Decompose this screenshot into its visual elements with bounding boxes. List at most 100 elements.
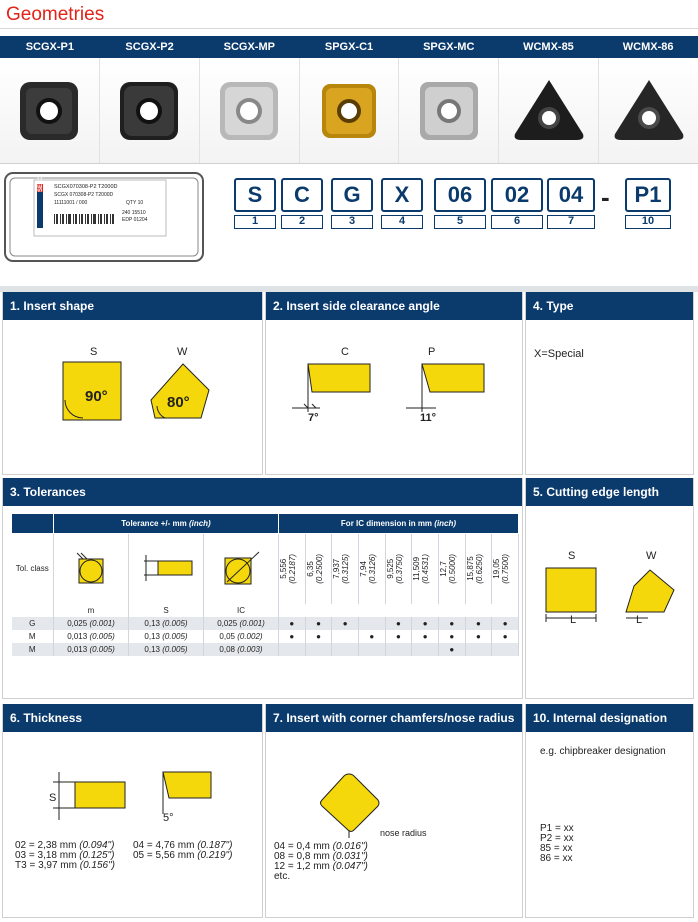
col-m-label: m: [53, 603, 129, 617]
label-line-3: 11111001 / 000: [54, 200, 88, 206]
thickness-item: 04 = 4,76 mm (0.187"): [133, 841, 232, 851]
ic-dim-header: 7,937(0.3125): [331, 533, 359, 604]
tol-class-header-text: Tol. class: [15, 564, 49, 574]
clearance-c-label: C: [341, 346, 349, 358]
insert-scgx-p1-icon: [20, 81, 79, 140]
section-divider: [0, 286, 698, 292]
section-clearance-angle: 2. Insert side clearance angle C P 7° 11…: [265, 292, 523, 475]
ic-value: 0,05: [219, 631, 235, 641]
ic-value: 0,08: [219, 644, 235, 654]
ic-dim-mm: 15,875: [465, 556, 475, 581]
ic-value-inch: (0.001): [239, 618, 265, 628]
ic-value-cell: 0,05 (0.002): [203, 629, 279, 643]
nose-radius-value: 04 = 0,4 mm: [274, 841, 330, 852]
section-type: 4. Type X=Special: [525, 292, 694, 475]
blank-cell: [11, 603, 54, 617]
m-value-cell: 0,025 (0.001): [53, 616, 129, 630]
ic-diagram-cell: [203, 533, 279, 604]
insert-wcmx-85-icon: [514, 79, 584, 140]
thickness-item: 03 = 3,18 mm (0.125"): [15, 851, 115, 861]
m-value-inch: (0.005): [89, 631, 115, 641]
ic-dim-inch: (0.3126): [367, 553, 377, 584]
clearance-p-label: P: [428, 346, 436, 358]
section-insert-shape: 1. Insert shape S W 90° 80°: [2, 292, 263, 475]
tol-class-cell: M: [11, 642, 54, 656]
nose-radius-list: 04 = 0,4 mm (0.016") 08 = 0,8 mm (0.031"…: [274, 842, 368, 882]
s-value: 0,13: [144, 644, 160, 654]
code-number: 5: [434, 215, 486, 229]
m-value: 0,025: [67, 618, 88, 628]
ic-dim-inch: (0.7500): [501, 553, 511, 584]
code-letter: X: [381, 178, 423, 212]
dot-cell: ●: [411, 629, 439, 643]
label-line-2: SCGX 070308-P2 T2000D: [54, 192, 114, 198]
designation-item: 86 = xx: [540, 853, 573, 864]
section-tolerances: 3. Tolerances Tolerance +/- mm (inch) Fo…: [2, 478, 523, 699]
thickness-item: 05 = 5,56 mm (0.219"): [133, 851, 232, 861]
ic-value: 0,025: [217, 618, 238, 628]
tol-class-header: Tol. class: [11, 533, 54, 604]
geometry-label: SCGX-P2: [125, 41, 174, 53]
nose-radius-inch: (0.031"): [332, 851, 368, 862]
designation-item: 85 = xx: [540, 843, 573, 854]
insert-shape-diagram: [62, 361, 210, 421]
edge-dim-w: L: [636, 614, 643, 626]
m-value: 0,013: [67, 644, 88, 654]
nose-radius-item: 08 = 0,8 mm (0.031"): [274, 852, 368, 862]
ic-dim-mm: 19,05: [492, 558, 502, 579]
shape-s-label: S: [90, 346, 98, 358]
s-value: 0,13: [144, 618, 160, 628]
ic-dim-inch: (0.2187): [288, 553, 297, 584]
edge-s-label: S: [568, 550, 576, 562]
dot-cell: ●: [358, 629, 386, 643]
dot-cell: ●: [385, 629, 413, 643]
dot-cell: ●: [411, 616, 439, 630]
ic-header-unit: (inch): [434, 519, 457, 528]
insert-spgx-mc-icon: [419, 81, 478, 140]
tol-m-diagram: [76, 552, 104, 584]
thickness-value: 05 = 5,56 mm: [133, 850, 195, 861]
code-number: 2: [281, 215, 323, 229]
ic-dim-inch: (0.5000): [447, 553, 457, 584]
ic-dim-header: 6,35(0.2500): [305, 533, 333, 604]
m-value-cell: 0,013 (0.005): [53, 629, 129, 643]
geometry-image-cell: [299, 58, 400, 163]
col-s-label: S: [128, 603, 204, 617]
m-diagram-cell: [53, 533, 129, 604]
thickness-list-left: 02 = 2,38 mm (0.094") 03 = 3,18 mm (0.12…: [15, 841, 115, 871]
thickness-value: 03 = 3,18 mm: [15, 850, 77, 861]
geometries-header: SCGX-P1 SCGX-P2 SCGX-MP SPGX-C1 SPGX-MC …: [0, 36, 698, 58]
brand-logo: SECO: [38, 174, 44, 192]
s-value-cell: 0,13 (0.005): [128, 642, 204, 656]
thickness-item: T3 = 3,97 mm (0.156"): [15, 861, 115, 871]
label-line-4: 240 15510: [122, 210, 146, 216]
table-header-blank: [11, 513, 54, 534]
code-letter: C: [281, 178, 323, 212]
cutting-edge-diagram: [545, 567, 675, 622]
ic-dim-inch: (0.3750): [394, 553, 404, 584]
page-title: Geometries: [6, 4, 105, 25]
tol-ic-diagram: [224, 551, 260, 585]
thickness-list-right: 04 = 4,76 mm (0.187") 05 = 5,56 mm (0.21…: [133, 841, 232, 861]
ic-dim-header: 12,7(0.5000): [438, 533, 466, 604]
ic-dim-header: 15,875(0.6250): [465, 533, 493, 604]
dot-cell: [411, 642, 439, 656]
section-title: 7. Insert with corner chamfers/nose radi…: [266, 704, 522, 732]
nose-radius-label: nose radius: [380, 828, 427, 838]
package-label-graphic: [4, 172, 204, 262]
code-letter: G: [331, 178, 373, 212]
code-number: 4: [381, 215, 423, 229]
thickness-inch: (0.187"): [197, 840, 233, 851]
designation-item: P2 = xx: [540, 833, 574, 844]
thickness-diagram: [53, 771, 212, 820]
ic-dim-mm: 5,556: [279, 558, 288, 579]
dot-cell: ●: [438, 629, 466, 643]
tolerance-table: Tolerance +/- mm (inch) For IC dimension…: [11, 513, 519, 656]
thickness-inch: (0.219"): [197, 850, 233, 861]
edge-dim-s: L: [570, 614, 577, 626]
dot-cell: [358, 616, 386, 630]
code-dash: -: [601, 182, 610, 212]
table-header-tolerance: Tolerance +/- mm (inch): [53, 513, 279, 534]
designation-item: P1 = xx: [540, 823, 574, 834]
thickness-inch: (0.094"): [79, 840, 115, 851]
